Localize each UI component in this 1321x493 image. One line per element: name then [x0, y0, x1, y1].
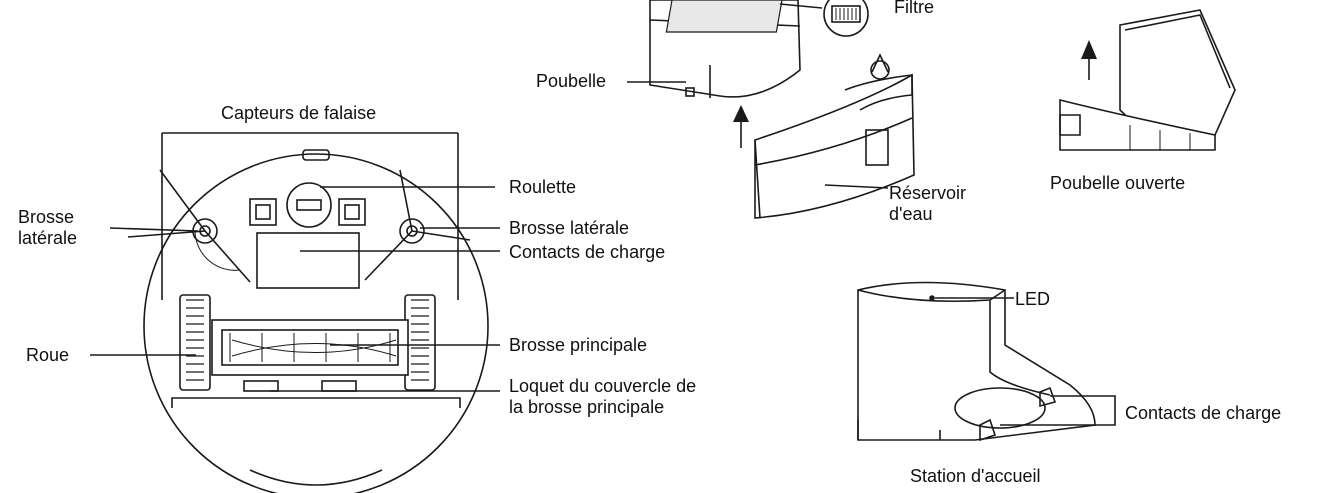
main-brush	[211, 319, 409, 376]
front-bumper-sensor	[302, 149, 330, 161]
wheel-right	[404, 294, 436, 391]
open-dustbin	[1059, 9, 1236, 151]
side-brush-left-label: Brosse latérale	[18, 207, 78, 248]
led-label: LED	[1015, 289, 1051, 309]
dustbin-label: Poubelle	[536, 71, 607, 91]
cliff-sensor-callout	[161, 132, 459, 300]
water-tank-callout	[824, 184, 889, 189]
station-contact-front	[979, 418, 997, 442]
wheel-left	[179, 294, 211, 391]
station-contact-rear	[1039, 386, 1057, 408]
cliff-sensor-right	[338, 198, 366, 226]
arrow-up-icon	[1081, 40, 1097, 80]
water-tank	[754, 53, 915, 219]
cliff-sensor-left	[249, 198, 277, 226]
side-brush-right	[364, 169, 471, 281]
filter-callout	[779, 3, 823, 9]
robot-rear-panel	[171, 397, 461, 408]
caster-wheel	[286, 182, 332, 228]
water-tank-label: Réservoir d'eau	[889, 183, 967, 224]
main-brush-latch-left	[243, 380, 279, 392]
docking-station	[857, 281, 1116, 442]
main-brush-latch-label: Loquet du couvercle de la brosse princip…	[509, 376, 697, 417]
dustbin-assembly	[627, 0, 869, 98]
cliff-sensors-label: Capteurs de falaise	[221, 103, 377, 123]
robot-rear-notch	[249, 469, 383, 486]
filter-icon	[823, 0, 869, 37]
side-brush-right-label: Brosse latérale	[509, 218, 630, 238]
robot-charging-contacts-label: Contacts de charge	[509, 242, 666, 262]
main-brush-label: Brosse principale	[509, 335, 648, 355]
station-charging-contacts-label: Contacts de charge	[1125, 403, 1282, 423]
contacts-station-callout	[1000, 395, 1116, 426]
open-dustbin-label: Poubelle ouverte	[1050, 173, 1186, 193]
arrow-up-icon	[733, 105, 749, 148]
wheel-label: Roue	[26, 345, 70, 365]
charging-contacts-plate	[256, 232, 360, 289]
side-brush-left	[127, 169, 251, 283]
caster-axle	[296, 199, 322, 211]
docking-station-label: Station d'accueil	[910, 466, 1041, 486]
robot-bottom-view	[90, 132, 500, 493]
filter-label: Filtre	[894, 0, 934, 17]
side-brush-left-callout	[109, 227, 199, 232]
caster-label: Roulette	[509, 177, 577, 197]
station-led	[929, 295, 935, 301]
